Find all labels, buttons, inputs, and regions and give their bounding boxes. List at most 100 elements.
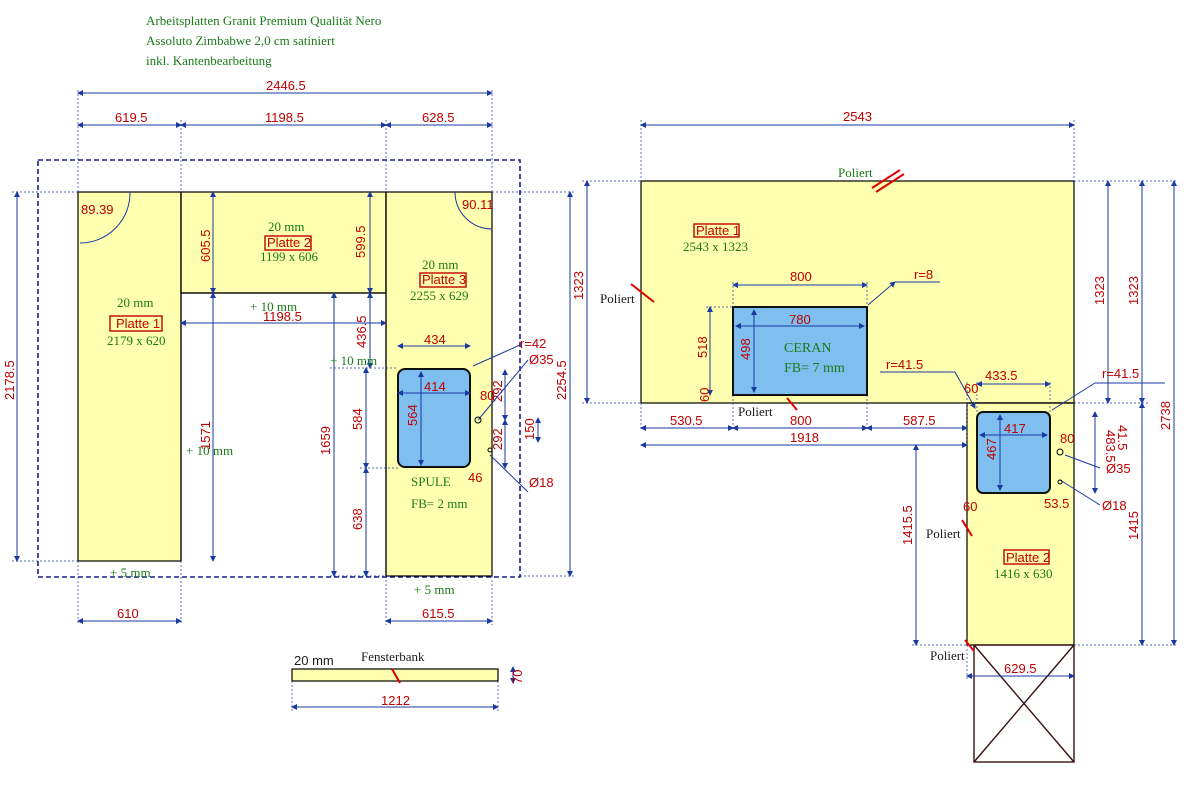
ceran-dim-r8: r=8 [914,267,933,282]
right-dim-1415-5: 1415.5 [900,505,915,545]
angle-arc-2 [454,191,493,230]
left-outline [37,159,521,578]
right-dim-530: 530.5 [670,413,703,428]
plate2-name: Platte 2 [267,235,311,250]
sink2-dim-467: 467 [984,438,999,460]
dim-605: 605.5 [198,229,213,262]
plate2-size: 1199 x 606 [260,249,319,264]
sink-fb: FB= 2 mm [411,496,467,511]
angle-2: 90.11 [462,197,494,212]
sink2-dim-417: 417 [1004,421,1026,436]
note-plus5-a: + 5 mm [110,565,151,580]
sill-depth: 70 [510,670,525,684]
plate3-box [419,272,467,288]
sill-title: Fensterbank [361,649,425,664]
plate1-size: 2179 x 620 [107,333,166,348]
right-dim-629: 629.5 [1004,661,1037,676]
dim-sink-80: 80 [480,388,494,403]
dim-sink-150: 150 [522,418,537,440]
dim-sink-564: 564 [405,404,420,426]
right-drawing: 2543 1323 1323 1323 2738 1415 800 780 51… [571,109,1178,763]
dim-d18: Ø18 [529,475,554,490]
note-plus10-a: + 10 mm [250,299,297,314]
rplate1-size: 2543 x 1323 [683,239,748,254]
window-sill: Fensterbank 20 mm 70 1212 [291,649,525,712]
dim-height-left: 2178.5 [2,360,17,400]
poliert-left: Poliert [600,291,635,306]
rplate2-name: Platte 2 [1006,550,1050,565]
plate3-size: 2255 x 629 [410,288,469,303]
plate3-name: Platte 3 [422,272,466,287]
right-dim-r415a: r=41.5 [886,357,923,372]
left-plate-1 [77,191,182,562]
header-line-2: Assoluto Zimbabwe 2,0 cm satiniert [146,33,335,48]
sink2-dim-60a: 60 [964,381,978,396]
right-dim-1415: 1415 [1126,511,1141,540]
ceran-dim-800top: 800 [790,269,812,284]
plate2-box [264,235,312,251]
dim-584: 584 [350,408,365,430]
sink2-dim-d18: Ø18 [1102,498,1127,513]
angle-arc-1 [79,191,131,244]
dim-2254: 2254.5 [554,360,569,400]
dim-1571: 1571 [198,421,213,450]
dim-638: 638 [350,508,365,530]
leader-d18 [489,454,529,493]
dim-sink-46: 46 [468,470,482,485]
rplate1-name: Platte 1 [696,223,740,238]
dim-599: 599.5 [353,225,368,258]
note-plus5-b: + 5 mm [414,582,455,597]
sink-label: SPULE [411,474,451,489]
right-dim-1323a: 1323 [571,271,586,300]
ceran-dim-60: 60 [697,388,712,402]
header-line-3: inkl. Kantenbearbeitung [146,53,272,68]
dim-sink-414: 414 [424,379,446,394]
sink2-dim-415: 41.5 [1115,425,1130,450]
leader-r42 [472,344,521,367]
sill-polish-mark [391,668,401,684]
right-dim-1323c: 1323 [1126,276,1141,305]
right-dim-1323b: 1323 [1092,276,1107,305]
sink2-dim-r415: r=41.5 [1102,366,1139,381]
plate1-thickness: 20 mm [117,295,153,310]
dim-sink-434: 434 [424,332,446,347]
dim-sink-292b: 292 [490,428,505,450]
ceran-dim-498: 498 [738,338,753,360]
poliert-mid: Poliert [738,404,773,419]
dim-d35: Ø35 [529,352,554,367]
right-dim-800: 800 [790,413,812,428]
dim-total: 2446.5 [266,78,306,93]
tap-hole [474,416,482,424]
rplate2-size: 1416 x 630 [994,566,1053,581]
plate3-thickness: 20 mm [422,257,458,272]
leader-d35 [477,359,529,421]
plate2-thickness: 20 mm [268,219,304,234]
plate1-name: Platte 1 [116,316,160,331]
dim-1659: 1659 [318,426,333,455]
ceran-dim-780: 780 [789,312,811,327]
dim-seg-c: 628.5 [422,110,455,125]
plate1-box [109,315,163,332]
poliert-bottom: Poliert [930,648,965,663]
right-dim-587: 587.5 [903,413,936,428]
header-notes: Arbeitsplatten Granit Premium Qualität N… [146,13,381,68]
ceran-dim-518: 518 [695,336,710,358]
dim-r42: r=42 [520,336,546,351]
rplate1-box [693,223,740,238]
dim-bottom-610: 610 [117,606,139,621]
dim-sink-292a: 292 [490,380,505,402]
sink2-dim-53: 53.5 [1044,496,1069,511]
right-dim-2738: 2738 [1158,401,1173,430]
dim-seg-b: 1198.5 [265,110,304,125]
drain-hole [487,447,493,453]
sink2-dim-433: 433.5 [985,368,1018,383]
sink2-dim-483: 483.5 [1103,430,1118,463]
note-plus10-c: + 10 mm [186,443,233,458]
cabinet-box [973,644,1075,763]
note-plus10-b: + 10 mm [330,353,377,368]
left-drawing: 89.39 90.11 2446.5 619.5 1198.5 628.5 21… [2,78,575,625]
ceran-label: CERAN [784,341,831,356]
right-dim-total: 2543 [843,109,872,124]
sink2-dim-60b: 60 [963,499,977,514]
